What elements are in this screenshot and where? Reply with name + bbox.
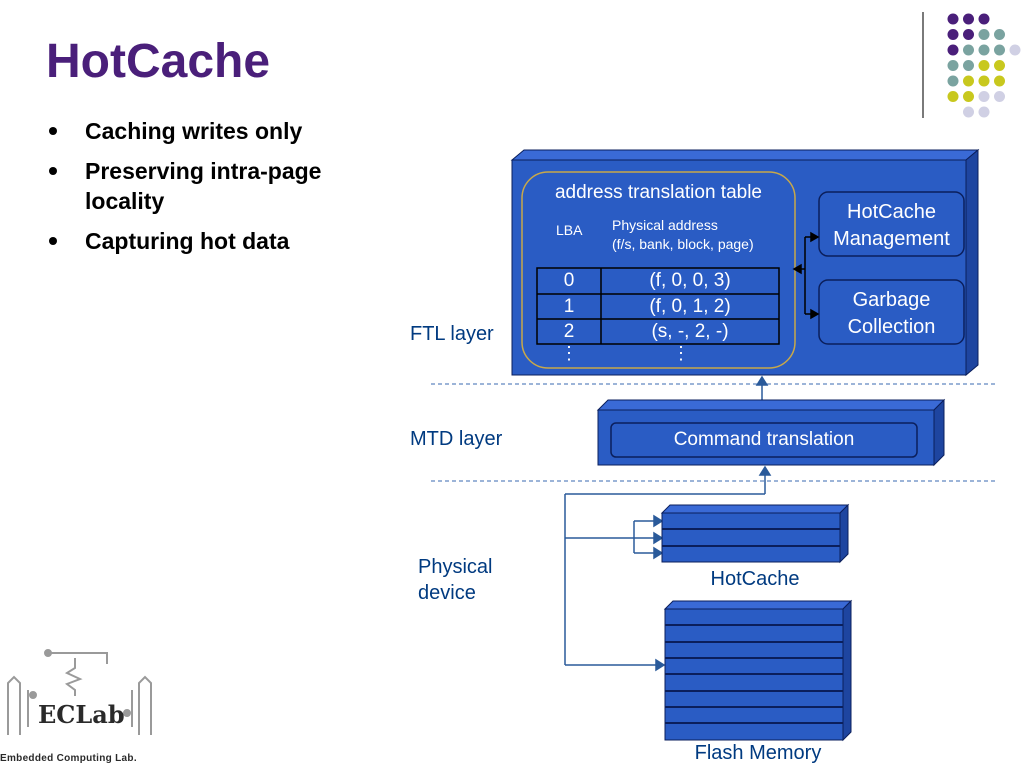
address-table-title: address translation table (554, 182, 762, 203)
table-cell-lba: 1 (563, 296, 575, 317)
slide-title: HotCache (46, 35, 271, 88)
mtd-layer-box (596, 398, 946, 467)
decorative-dot (947, 29, 959, 40)
table-cell-address: (s, -, 2, -) (651, 321, 729, 342)
mtd-layer-label: MTD layer (410, 428, 503, 450)
eclab-logo-name: ECLab (38, 700, 125, 729)
decorative-dot (994, 29, 1005, 40)
decorative-dot (963, 106, 974, 118)
hotcache-chip-stack (660, 503, 850, 564)
physical-device-label: Physical device (418, 556, 493, 604)
command-translation-label: Command translation (673, 429, 855, 450)
garbage-collection-label: Garbage Collection (847, 289, 936, 338)
decorative-dot (963, 75, 974, 87)
bullet-item: Caching writes only (46, 116, 386, 146)
decorative-dot (978, 75, 990, 87)
decorative-dot (963, 13, 974, 25)
bullet-dot-icon (49, 167, 57, 175)
mtd-physical-wiring (564, 465, 772, 672)
table-cell-address: (f, 0, 0, 3) (649, 270, 731, 291)
flash-memory-label: Flash Memory (694, 742, 822, 764)
decorative-dot (978, 91, 990, 102)
table-ellipsis-address: ⋮ (672, 343, 690, 363)
decorative-dot (947, 60, 959, 71)
eclab-logo-graphic (7, 649, 152, 735)
address-table-grid (536, 267, 780, 345)
title-divider-line (922, 12, 924, 118)
hotcache-management-box (818, 191, 965, 257)
bullet-dot-icon (49, 127, 57, 135)
decorative-dot (978, 106, 990, 118)
decorative-dot (978, 13, 990, 25)
decorative-dot-grid (947, 13, 1021, 118)
decorative-dot (978, 60, 990, 71)
eclab-logo-subtitle: Embedded Computing Lab. (0, 753, 137, 764)
bullet-item: Capturing hot data (46, 226, 386, 256)
hotcache-device-label: HotCache (710, 568, 800, 590)
physical-address-header: Physical address (612, 217, 718, 233)
decorative-dot (963, 44, 974, 56)
flash-memory-stack (663, 599, 853, 742)
table-cell-address: (f, 0, 1, 2) (649, 296, 731, 317)
bullet-list: Caching writes only Preserving intra-pag… (46, 116, 386, 266)
decorative-dot (1009, 44, 1021, 56)
decorative-dot (994, 44, 1005, 56)
ftl-layer-label: FTL layer (410, 323, 494, 345)
table-ellipsis-lba: ⋮ (560, 343, 578, 363)
decorative-dot (994, 75, 1005, 87)
decorative-dot (978, 29, 990, 40)
decorative-dot (994, 60, 1005, 71)
decorative-dot (947, 91, 959, 102)
decorative-dot (947, 75, 959, 87)
decorative-dot (994, 91, 1005, 102)
decorative-dot (963, 29, 974, 40)
bullet-item: Preserving intra-page locality (46, 156, 386, 216)
physical-address-subheader: (f/s, bank, block, page) (612, 236, 754, 252)
table-cell-lba: 0 (563, 270, 575, 291)
decorative-dot (947, 13, 959, 25)
table-to-modules-connector (792, 231, 820, 320)
lba-column-header: LBA (556, 222, 583, 238)
garbage-collection-box (818, 279, 965, 345)
decorative-dot (963, 60, 974, 71)
table-cell-lba: 2 (563, 321, 575, 342)
decorative-dot (947, 44, 959, 56)
bullet-dot-icon (49, 237, 57, 245)
decorative-dot (963, 91, 974, 102)
hotcache-management-label: HotCache Management (833, 201, 950, 250)
decorative-dot (978, 44, 990, 56)
